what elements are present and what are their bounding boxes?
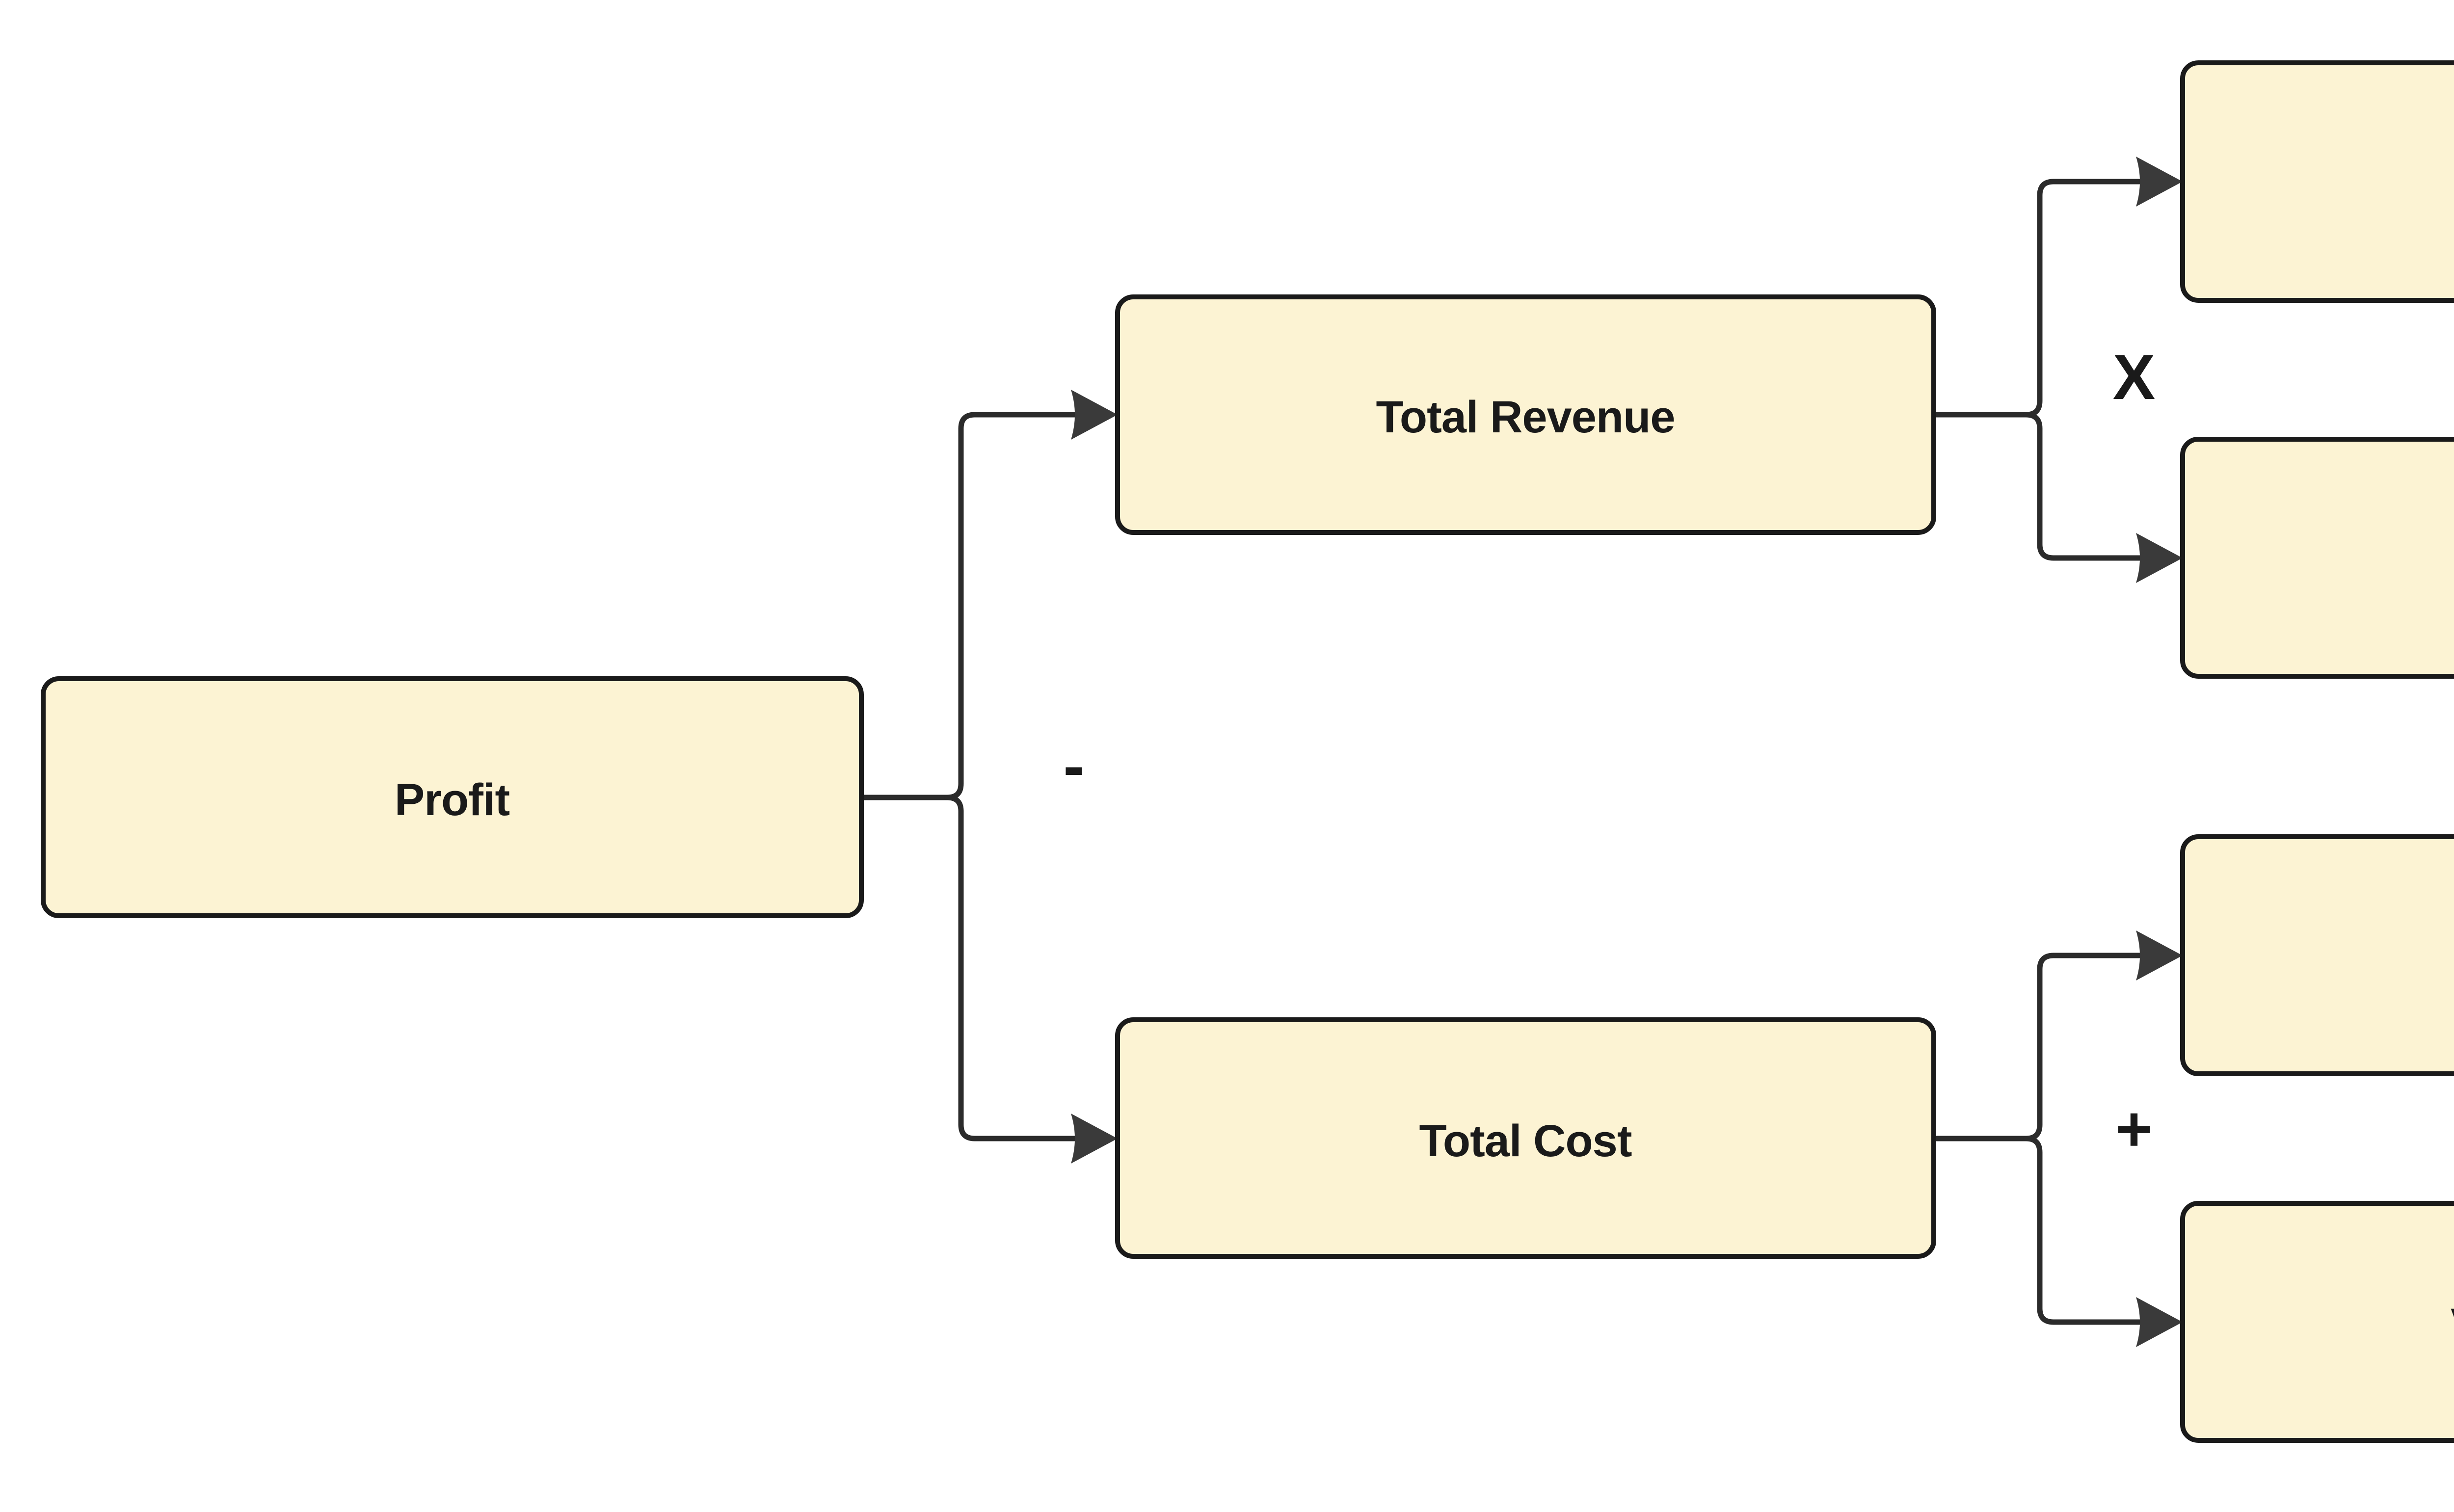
node-variable-cost[interactable]: Variable Cost	[2180, 1201, 2454, 1443]
arrowhead-quantity	[2136, 533, 2183, 583]
edge-cost-to-fixed-cost	[2023, 953, 2143, 1141]
arrowhead-total-cost	[1071, 1114, 1118, 1164]
node-total-revenue[interactable]: Total Revenue	[1115, 294, 1936, 535]
edge-cost-to-variable-cost	[2023, 1136, 2143, 1325]
edge-revenue-to-price	[2023, 179, 2143, 418]
edge-profit-to-total-cost	[944, 795, 1078, 1141]
operator-minus-icon: -	[1063, 730, 1084, 801]
edge-group-total-revenue	[1931, 157, 2183, 583]
node-total-cost[interactable]: Total Cost	[1115, 1017, 1936, 1259]
node-fixed-cost-box[interactable]	[2180, 834, 2454, 1076]
arrowhead-total-revenue	[1071, 390, 1118, 440]
node-total-cost-label: Total Cost	[1419, 1116, 1632, 1166]
edge-revenue-to-quantity	[2023, 412, 2143, 561]
node-total-revenue-label: Total Revenue	[1376, 392, 1675, 442]
node-price[interactable]: Price	[2180, 60, 2454, 303]
node-fixed-cost[interactable]: Fixed Cost	[2180, 834, 2454, 1076]
node-variable-cost-box[interactable]	[2180, 1201, 2454, 1443]
arrowhead-fixed-cost	[2136, 930, 2183, 981]
node-total-revenue-box[interactable]	[1115, 294, 1936, 535]
node-price-box[interactable]	[2180, 60, 2454, 303]
edge-group-profit	[858, 390, 1118, 1164]
node-quantity-box[interactable]	[2180, 437, 2454, 679]
arrowhead-price	[2136, 157, 2183, 207]
node-variable-cost-label: Variable Cost	[2451, 1300, 2454, 1350]
node-profit-label: Profit	[395, 775, 510, 825]
operator-plus-icon: +	[2115, 1093, 2153, 1165]
node-total-cost-box[interactable]	[1115, 1017, 1936, 1259]
edge-group-total-cost	[1931, 930, 2183, 1347]
arrowhead-variable-cost	[2136, 1297, 2183, 1347]
node-profit[interactable]: Profit	[41, 676, 864, 918]
edge-profit-to-total-revenue	[944, 412, 1078, 800]
operator-multiply-icon: X	[2113, 341, 2156, 413]
node-quantity[interactable]: Quantity	[2180, 437, 2454, 679]
node-profit-box[interactable]	[41, 676, 864, 918]
